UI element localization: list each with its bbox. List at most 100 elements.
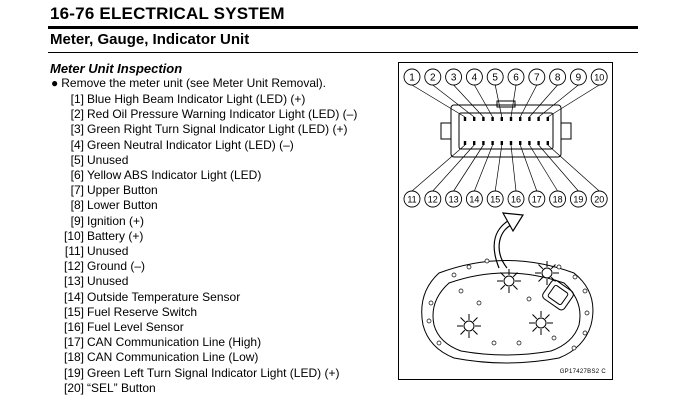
pin-number: [17] xyxy=(63,335,84,350)
leader-line xyxy=(547,84,600,118)
pin-list-item: [4]Green Neutral Indicator Light (LED) (… xyxy=(60,138,357,153)
pin-callout-number: 18 xyxy=(553,195,563,205)
pin-number: [8] xyxy=(70,198,84,213)
pin-label: Upper Button xyxy=(87,183,158,198)
pin-list-item: [16]Fuel Level Sensor xyxy=(60,320,357,335)
header-rule xyxy=(48,26,638,29)
pin-list-item: [10]Battery (+) xyxy=(60,229,357,244)
pin-number: [6] xyxy=(70,168,84,183)
leader-line xyxy=(519,144,538,192)
terminal xyxy=(528,141,531,145)
terminal xyxy=(519,117,522,121)
pin-list-item: [12]Ground (–) xyxy=(60,259,357,274)
pin-list-item: [11]Unused xyxy=(60,244,357,259)
pin-label: Ground (–) xyxy=(87,259,146,274)
pin-callout-number: 14 xyxy=(469,195,479,205)
pin-callout-number: 11 xyxy=(407,195,416,205)
leader-line xyxy=(547,144,600,192)
pin-number: [18] xyxy=(63,350,84,365)
pin-callout-number: 12 xyxy=(428,195,438,205)
pin-list-item: [14]Outside Temperature Sensor xyxy=(60,290,357,305)
pin-list-item: [5]Unused xyxy=(60,153,357,168)
leader-line xyxy=(529,144,558,192)
terminal xyxy=(528,117,531,121)
pin-callout-number: 19 xyxy=(573,195,583,205)
pin-callout: 10 xyxy=(590,68,608,86)
pin-list-item: [7]Upper Button xyxy=(60,183,357,198)
terminal xyxy=(500,117,503,121)
pin-callout: 12 xyxy=(424,190,442,208)
pin-label: Unused xyxy=(87,244,129,259)
pin-callout-number: 10 xyxy=(594,73,604,83)
pin-callout-number: 13 xyxy=(449,195,459,205)
terminal xyxy=(500,141,503,145)
pin-label: CAN Communication Line (Low) xyxy=(87,350,259,365)
pin-callout: 15 xyxy=(486,190,504,208)
pin-list-item: [17]CAN Communication Line (High) xyxy=(60,335,357,350)
pin-label: Green Right Turn Signal Indicator Light … xyxy=(87,122,348,137)
terminal xyxy=(537,141,540,145)
leader-line xyxy=(538,144,579,192)
terminal xyxy=(537,117,540,121)
pin-callout: 3 xyxy=(445,68,463,86)
pin-number: [13] xyxy=(63,274,84,289)
pin-label: Unused xyxy=(87,274,129,289)
pin-label: Unused xyxy=(87,152,129,167)
pin-list-item: [9]Ignition (+) xyxy=(60,214,357,229)
leader-line xyxy=(453,84,484,118)
terminal xyxy=(509,117,513,121)
pin-list-item: [8]Lower Button xyxy=(60,198,357,213)
pin-number: [2] xyxy=(70,107,84,122)
leader-line xyxy=(538,84,579,118)
pin-label: Outside Temperature Sensor xyxy=(87,289,241,304)
pin-label: Ignition (+) xyxy=(87,213,145,228)
pin-number: [11] xyxy=(64,244,84,259)
pin-callout: 11 xyxy=(403,190,421,208)
pin-callout: 4 xyxy=(465,68,483,86)
terminal xyxy=(491,117,494,121)
pin-list-item: [1]Blue High Beam Indicator Light (LED) … xyxy=(60,92,357,107)
pin-number: [16] xyxy=(63,320,84,335)
pin-callout-number: 9 xyxy=(576,73,582,84)
pin-number: [20] xyxy=(63,380,84,395)
pin-number: [9] xyxy=(70,213,84,228)
pin-label: Green Left Turn Signal Indicator Light (… xyxy=(87,365,340,380)
instruction-bullet: ●Remove the meter unit (see Meter Unit R… xyxy=(51,76,326,91)
pin-number: [12] xyxy=(63,259,84,274)
pin-label: Green Neutral Indicator Light (LED) (–) xyxy=(87,137,294,152)
pin-callout-number: 16 xyxy=(511,195,521,205)
pin-callout: 6 xyxy=(507,68,525,86)
pin-callout: 20 xyxy=(590,190,608,208)
terminal xyxy=(463,141,467,145)
pin-number: [14] xyxy=(63,289,84,304)
pin-callout-number: 6 xyxy=(513,73,519,84)
pin-list-item: [19]Green Left Turn Signal Indicator Lig… xyxy=(60,366,357,381)
pin-label: CAN Communication Line (High) xyxy=(87,335,262,350)
meter-unit-icon xyxy=(421,260,594,364)
pin-callout-number: 20 xyxy=(594,195,604,205)
leader-line xyxy=(474,84,493,118)
pin-number: [10] xyxy=(63,228,84,243)
pin-list-item: [15]Fuel Reserve Switch xyxy=(60,305,357,320)
leader-line xyxy=(474,144,493,192)
terminal xyxy=(519,141,522,145)
leader-line xyxy=(519,84,538,118)
pin-number: [5] xyxy=(70,152,84,167)
pin-label: Battery (+) xyxy=(87,228,144,243)
pin-label: Red Oil Pressure Warning Indicator Light… xyxy=(87,107,358,122)
leader-line xyxy=(529,84,558,118)
pin-number: [4] xyxy=(70,137,84,152)
pin-callout-number: 8 xyxy=(555,73,561,84)
pin-callout: 7 xyxy=(528,68,546,86)
pin-callout: 2 xyxy=(424,68,442,86)
leader-line xyxy=(432,144,475,192)
leader-line xyxy=(411,144,466,192)
pin-list-item: [18]CAN Communication Line (Low) xyxy=(60,350,357,365)
leader-line xyxy=(411,84,466,118)
pin-callout: 17 xyxy=(528,190,546,208)
pin-callout: 14 xyxy=(465,190,483,208)
pin-list-item: [13]Unused xyxy=(60,274,357,289)
pin-callout-number: 3 xyxy=(451,73,457,84)
page-header-title: 16-76 ELECTRICAL SYSTEM xyxy=(50,4,285,23)
